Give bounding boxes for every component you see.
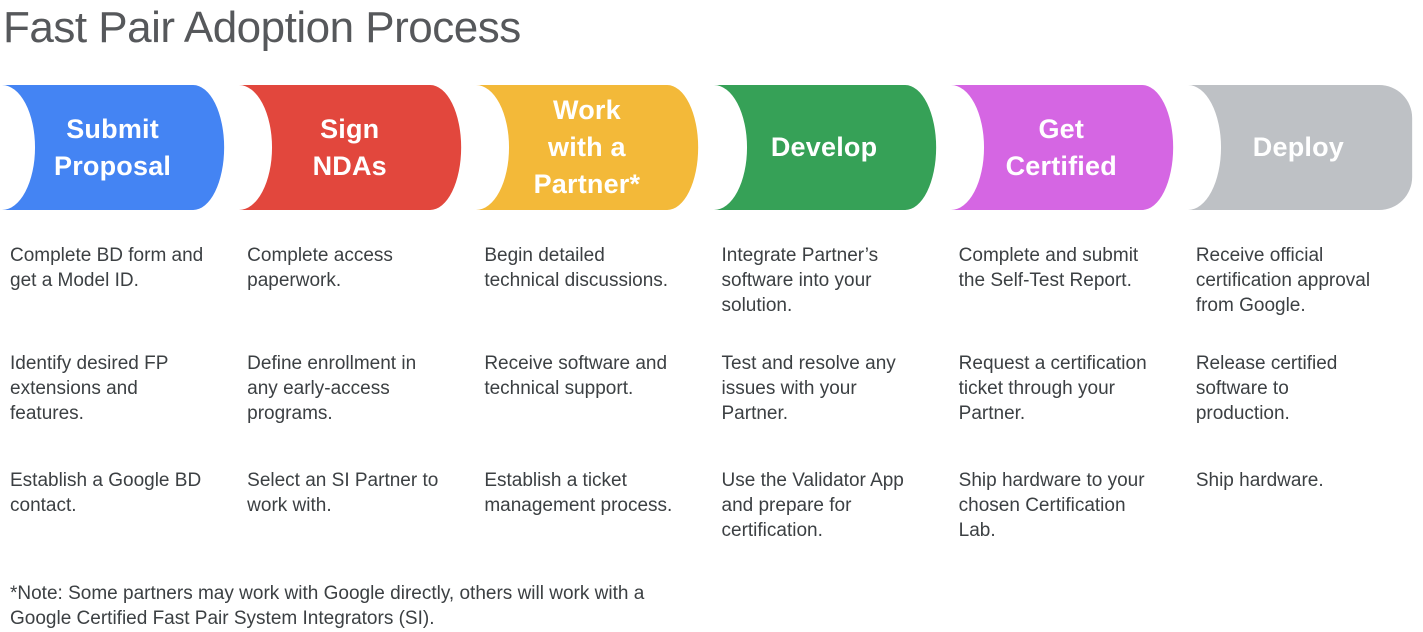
stage-shape-submit-proposal: [2, 85, 225, 210]
stage-note: Ship hardware to your chosen Certificati…: [958, 470, 1145, 542]
stage-note: Use the Validator App and prepare for ce…: [721, 470, 904, 542]
stage-note: Establish a ticket management process.: [484, 470, 673, 517]
stage-note: Receive official certification approval …: [1195, 245, 1371, 317]
stage-note: Complete BD form and get a Model ID.: [10, 245, 204, 292]
stage-label: Deploy: [1252, 132, 1345, 163]
stage-note: Release certified software to production…: [1195, 353, 1338, 425]
stage-note: Integrate Partner’s software into your s…: [721, 245, 879, 317]
stage-label: Submit Proposal: [54, 113, 172, 181]
stage-note: Complete and submit the Self-Test Report…: [958, 245, 1139, 292]
stage-note: Ship hardware.: [1195, 470, 1324, 491]
stage-shape-get-certified: [950, 85, 1173, 210]
stage-note: Identify desired FP extensions and featu…: [10, 353, 169, 425]
stage-note: Select an SI Partner to work with.: [247, 470, 439, 517]
stage-submit-proposal: Submit Proposal: [0, 85, 237, 210]
stage-note: Request a certification ticket through y…: [958, 353, 1147, 425]
footnote: *Note: Some partners may work with Googl…: [10, 583, 645, 630]
stage-shape-sign-ndas: [239, 85, 462, 210]
stage-shape-work-with-partner: [476, 85, 699, 210]
page-title: Fast Pair Adoption Process: [3, 3, 521, 52]
stage-shape-deploy: [1187, 85, 1412, 210]
stage-label: Sign NDAs: [312, 113, 387, 181]
stage-note: Test and resolve any issues with your Pa…: [721, 353, 896, 425]
stage-shape-develop: [713, 85, 936, 210]
stage-note: Complete access paperwork.: [247, 245, 393, 292]
stage-notes-grid: Complete BD form and get a Model ID. Ide…: [0, 243, 1423, 543]
stage-label: Work with a Partner*: [533, 95, 641, 199]
stage-work-with-partner: Work with a Partner*: [474, 85, 711, 210]
stage-note: Define enrollment in any early-access pr…: [247, 353, 417, 425]
stage-label: Develop: [770, 132, 878, 163]
stage-develop: Develop: [712, 85, 949, 210]
stage-get-certified: Get Certified: [949, 85, 1186, 210]
stage-note: Begin detailed technical discussions.: [484, 245, 669, 292]
stage-note: Establish a Google BD contact.: [10, 470, 202, 517]
stage-note: Receive software and technical support.: [484, 353, 668, 400]
stage-sign-ndas: Sign NDAs: [237, 85, 474, 210]
stage-deploy: Deploy: [1186, 85, 1423, 210]
process-band: Submit Proposal Sign NDAs Work with a Pa…: [0, 85, 1423, 210]
stage-label: Get Certified: [1005, 113, 1117, 181]
